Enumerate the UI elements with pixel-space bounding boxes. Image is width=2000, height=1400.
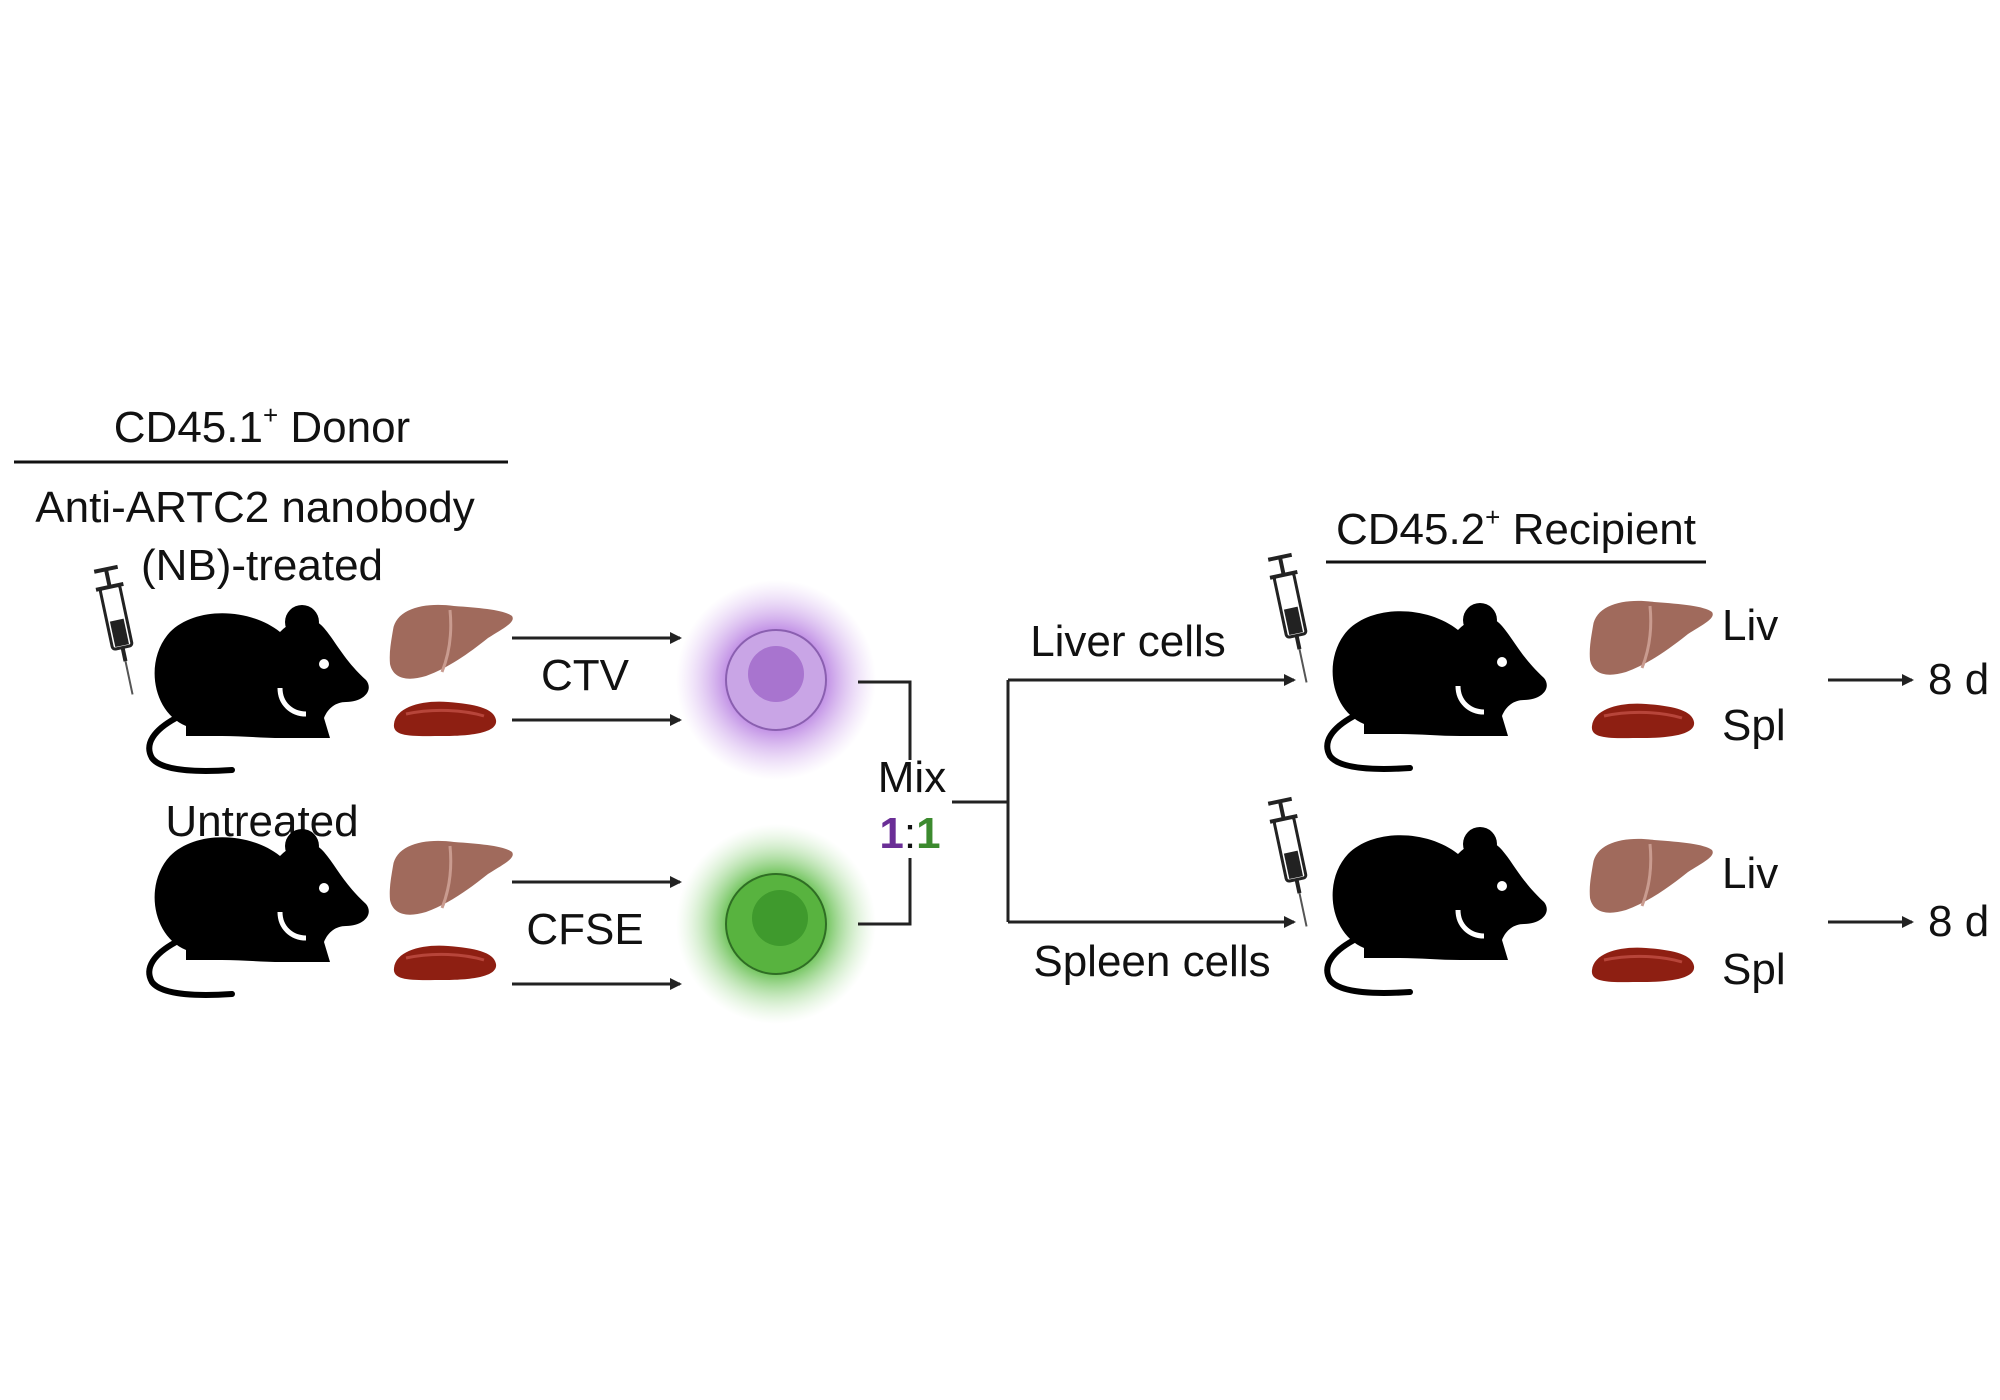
- spleen-icon: [1590, 946, 1696, 984]
- mouse-icon: [1327, 603, 1547, 769]
- treatment-label-line2: (NB)-treated: [141, 541, 383, 590]
- spleen-icon: [1590, 702, 1696, 740]
- mix-bracket-lower: [858, 858, 912, 926]
- syringe-icon: [1264, 552, 1323, 688]
- liver-icon: [1588, 599, 1715, 677]
- cfse-cell-icon: [676, 824, 876, 1024]
- mix-label: Mix: [878, 753, 946, 802]
- donor-title: CD45.1+ Donor: [114, 400, 410, 452]
- liver-cells-label: Liver cells: [1030, 617, 1226, 666]
- mix-bracket: [858, 680, 912, 760]
- mouse-icon: [1327, 827, 1547, 993]
- mouse-icon: [149, 605, 369, 771]
- liver-icon: [388, 839, 515, 917]
- ctv-cell-icon: [676, 580, 876, 780]
- liver-icon: [388, 603, 515, 681]
- liver-abbrev-label: Liv: [1722, 601, 1778, 650]
- duration-label: 8 d: [1928, 655, 1989, 704]
- syringe-icon: [1264, 796, 1323, 932]
- spleen-abbrev-label: Spl: [1722, 945, 1786, 994]
- spleen-cells-label: Spleen cells: [1033, 937, 1270, 986]
- spleen-abbrev-label: Spl: [1722, 701, 1786, 750]
- mix-ratio: 1:1: [879, 809, 940, 858]
- mouse-icon: [149, 829, 369, 995]
- untreated-label: Untreated: [165, 797, 358, 846]
- liver-abbrev-label: Liv: [1722, 849, 1778, 898]
- duration-label: 8 d: [1928, 897, 1989, 946]
- ctv-label: CTV: [541, 651, 630, 700]
- recipient-title: CD45.2+ Recipient: [1336, 502, 1696, 554]
- syringe-icon: [90, 564, 149, 700]
- spleen-icon: [392, 944, 498, 982]
- cfse-label: CFSE: [526, 905, 643, 954]
- liver-icon: [1588, 837, 1715, 915]
- spleen-icon: [392, 700, 498, 738]
- treatment-label-line1: Anti-ARTC2 nanobody: [35, 483, 474, 532]
